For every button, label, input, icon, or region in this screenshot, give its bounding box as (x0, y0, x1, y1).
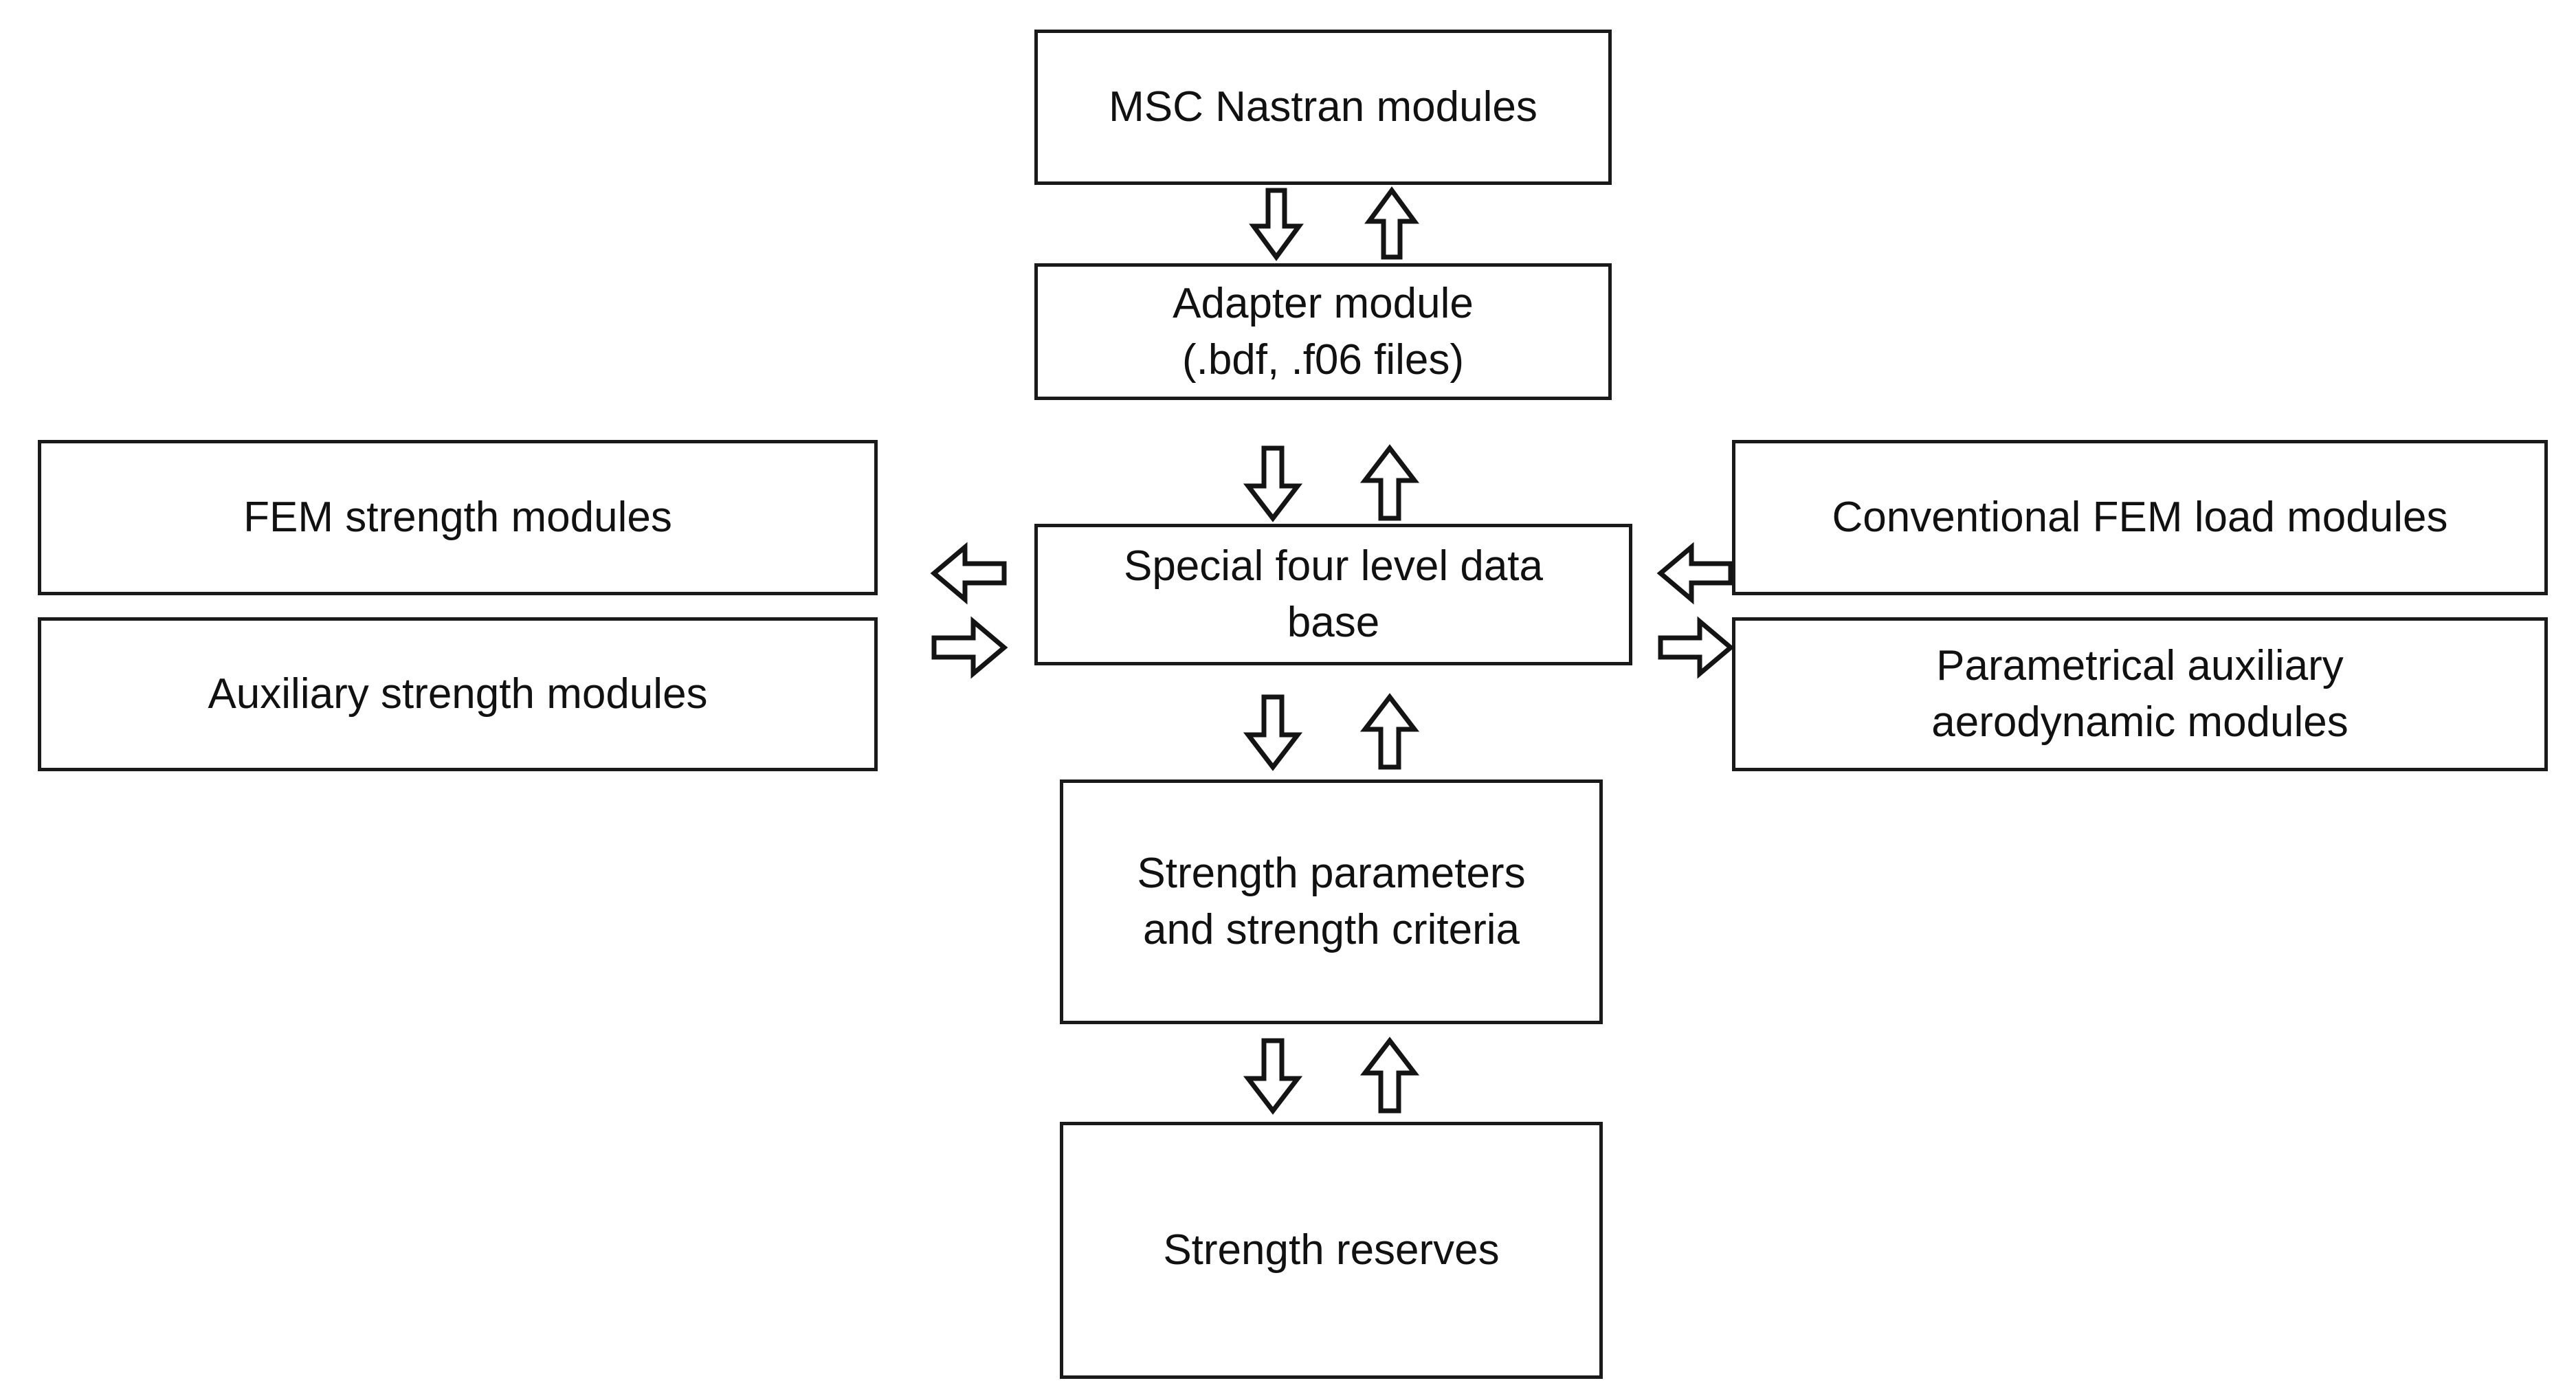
node-label: Special four level data base (1123, 542, 1544, 646)
arrow-nastran-to-adapter-down-icon (1249, 188, 1304, 261)
node-label: FEM strength modules (243, 494, 672, 542)
arrow-database-to-parameters-down-icon (1243, 694, 1303, 771)
node-msc-nastran-modules[interactable]: MSC Nastran modules (1034, 30, 1612, 185)
node-label: Parametrical auxiliary aerodynamic modul… (1931, 642, 2349, 746)
node-label: Conventional FEM load modules (1832, 494, 2448, 542)
arrow-left-modules-to-database-right-icon (931, 616, 1008, 679)
arrow-parameters-to-database-up-icon (1359, 693, 1420, 770)
arrow-database-to-right-modules-right-icon (1658, 616, 1735, 679)
node-label: MSC Nastran modules (1109, 83, 1537, 131)
arrow-parameters-to-reserves-down-icon (1243, 1038, 1303, 1115)
node-conventional-fem-load-modules[interactable]: Conventional FEM load modules (1732, 440, 2548, 595)
node-fem-strength-modules[interactable]: FEM strength modules (38, 440, 878, 595)
node-special-data-base[interactable]: Special four level data base (1034, 524, 1632, 665)
arrow-reserves-to-parameters-up-icon (1359, 1037, 1420, 1114)
arrow-adapter-to-database-down-icon (1243, 445, 1303, 522)
node-label: Strength reserves (1163, 1226, 1500, 1274)
node-label: Adapter module (.bdf, .f06 files) (1173, 279, 1474, 384)
arrow-adapter-to-nastran-up-icon (1364, 186, 1419, 260)
node-auxiliary-strength-modules[interactable]: Auxiliary strength modules (38, 617, 878, 771)
node-strength-parameters-criteria[interactable]: Strength parameters and strength criteri… (1060, 779, 1603, 1024)
node-label: Strength parameters and strength criteri… (1137, 850, 1526, 953)
node-strength-reserves[interactable]: Strength reserves (1060, 1122, 1603, 1379)
arrow-right-modules-to-database-left-icon (1656, 542, 1733, 605)
node-label: Auxiliary strength modules (208, 670, 708, 718)
node-parametrical-aerodynamic-modules[interactable]: Parametrical auxiliary aerodynamic modul… (1732, 617, 2548, 771)
arrow-database-to-adapter-up-icon (1359, 444, 1420, 521)
arrow-database-to-left-modules-left-icon (930, 542, 1007, 605)
node-adapter-module[interactable]: Adapter module (.bdf, .f06 files) (1034, 263, 1612, 400)
